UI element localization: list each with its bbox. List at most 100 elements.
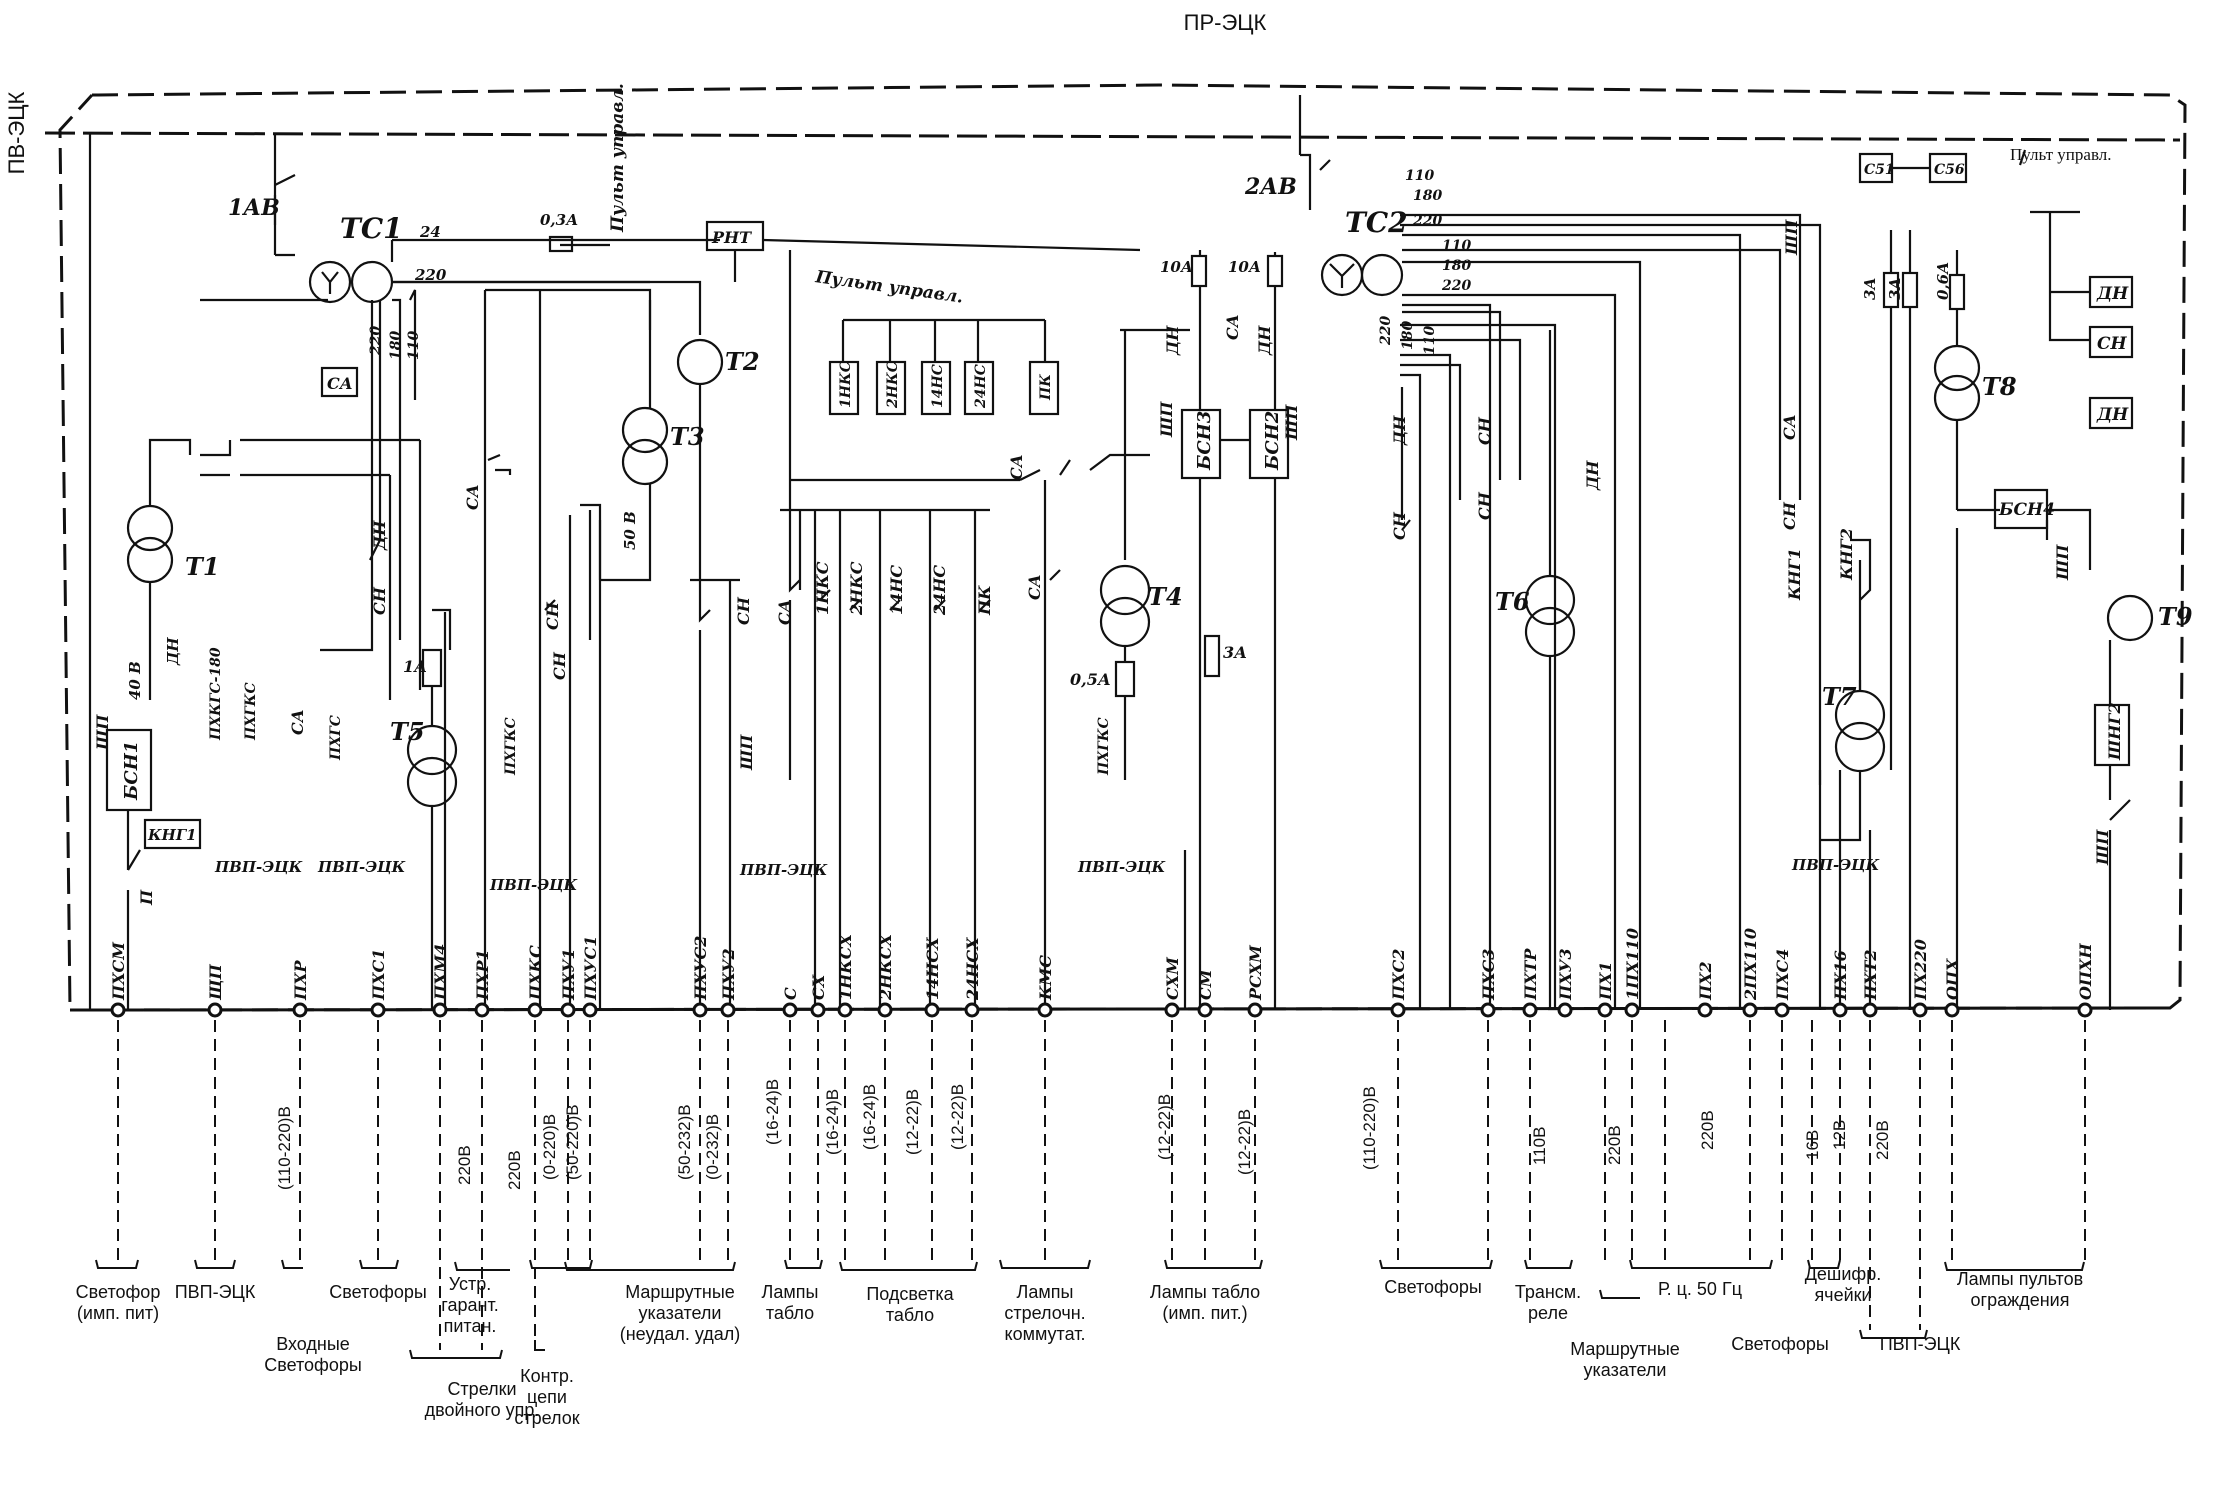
tc2-v-220: 220	[1412, 213, 1442, 229]
group-caption: Светофоры	[1384, 1277, 1482, 1297]
middle-section	[780, 250, 1150, 1010]
contact-label: ДН	[370, 520, 389, 551]
t8-label: Т8	[1982, 372, 2017, 401]
group-caption: Устр.гарант.питан.	[441, 1274, 498, 1336]
panel-pk: ПК	[1038, 374, 1054, 401]
tc1-v-220: 220	[414, 266, 447, 284]
contact-label: СА	[1780, 414, 1799, 440]
t1-label: Т1	[185, 552, 220, 581]
t9-label: Т9	[2158, 602, 2193, 631]
right-box-dn-1: ДН	[2096, 284, 2129, 304]
contact-label: ПК	[975, 585, 994, 616]
t4-label: Т4	[1148, 582, 1183, 611]
terminal-dot	[1197, 1002, 1213, 1018]
group-caption: Дешифр.ячейки	[1805, 1264, 1882, 1305]
contact-label: ШП	[2093, 829, 2112, 866]
group-caption: Лампы табло(имп. пит.)	[1150, 1282, 1260, 1323]
group-caption: Трансм.реле	[1515, 1282, 1581, 1323]
breaker-2av: 2АВ	[1244, 174, 1297, 200]
contact-label: СА	[1223, 314, 1242, 340]
wire-pkhkgs180: ПХКГС-180	[208, 647, 224, 741]
terminal-dot	[1774, 1002, 1790, 1018]
terminal-label: 24НСХ	[963, 937, 982, 1001]
contact-label: ДН	[1255, 325, 1274, 356]
bsn4-label: БСН4	[1998, 500, 2055, 520]
voltage-label: 220В	[1873, 1120, 1892, 1160]
voltage-label: 110В	[1530, 1127, 1549, 1165]
contact-label: ШП	[93, 714, 112, 751]
contact-label: СН	[543, 601, 562, 630]
group-caption: Р. ц. 50 Гц	[1658, 1279, 1742, 1299]
terminal-dot	[1557, 1002, 1573, 1018]
drops	[117, 1020, 2086, 1350]
wire-pkhgs: ПХГС	[328, 715, 344, 761]
contact-labels: СА ДН СН СН СА СН СН СА 1НКС 2НКС 14НС 24НС ПК СА СА ДН…	[93, 219, 2112, 906]
pult-label-3: Пульт управл.	[2010, 145, 2111, 164]
contact-label: 14НС	[887, 565, 906, 615]
terminal-dot	[1912, 1002, 1928, 1018]
wire-pkhgks-2: ПХГКС	[503, 717, 519, 776]
contact-label: СН	[1780, 501, 1799, 530]
terminal-dot	[432, 1002, 448, 1018]
terminal-dot	[1247, 1002, 1263, 1018]
terminal-label: СМ	[1196, 968, 1215, 1000]
contact-label: 24НС	[930, 565, 949, 616]
fuse-3a-r2: 3А	[1886, 277, 1904, 300]
terminal-label: ПХУС2	[691, 936, 710, 1001]
terminal-dot	[1480, 1002, 1496, 1018]
contact-label: СН	[550, 651, 569, 680]
t1-dn: ДН	[164, 637, 182, 666]
contact-label: ШП	[2053, 544, 2072, 581]
breaker-1av: 1АВ	[228, 195, 280, 221]
terminal-dots	[110, 1002, 2093, 1018]
tc2-section	[1298, 95, 2154, 1010]
tc2-v-110b: 110	[1442, 238, 1471, 254]
terminal-label: ПХКС	[526, 945, 545, 1001]
terminal-label: ПХ16	[1831, 950, 1850, 1001]
terminal-label: ОПХ	[1943, 958, 1962, 1000]
terminal-label: ПХС2	[1389, 949, 1408, 1001]
contact-label: СА	[775, 599, 794, 625]
bsn3-label: БСН3	[1194, 411, 1215, 471]
voltage-label: (110-220)В	[1360, 1086, 1379, 1170]
tc2-v-110c: 110	[1422, 326, 1438, 355]
contact-label: СА	[288, 709, 307, 735]
tc2-v-180: 180	[1413, 188, 1442, 204]
fuse-3a-mid: 3А	[1223, 643, 1247, 662]
terminal-label: 1ПХ110	[1623, 928, 1642, 1000]
voltage-label: (12-22)В	[1155, 1094, 1174, 1160]
contact-label: ШП	[1782, 219, 1801, 256]
fuse-10a-1: 10А	[1160, 258, 1193, 276]
terminal-dot	[837, 1002, 853, 1018]
pvp-6: ПВП-ЭЦК	[1791, 856, 1880, 874]
c56-label: С56	[1934, 162, 1965, 178]
terminal-label: ПХР1	[473, 949, 492, 1001]
terminal-label: ПХУ3	[1556, 948, 1575, 1001]
terminal-dot	[1597, 1002, 1613, 1018]
pvp-4: ПВП-ЭЦК	[739, 861, 828, 879]
t1-40v: 40 В	[126, 661, 144, 700]
contact-label: СН	[734, 596, 753, 625]
contact-label: КНГ1	[1785, 548, 1804, 601]
contact-label: 1НКС	[813, 561, 832, 615]
terminal-dot	[474, 1002, 490, 1018]
voltage-label: (16-24)В	[860, 1084, 879, 1150]
t6-label: Т6	[1495, 587, 1530, 616]
ca-box-label: СА	[327, 374, 353, 393]
panel-2nks: 2НКС	[885, 361, 901, 409]
voltage-label: 16В	[1803, 1130, 1822, 1160]
pvp-2: ПВП-ЭЦК	[317, 858, 406, 876]
bsn2-label: БСН2	[1262, 411, 1283, 471]
terminal-dot	[924, 1002, 940, 1018]
tc1-v-220b: 220	[368, 326, 384, 356]
fuse-03a: 0,3А	[540, 211, 578, 229]
pvp-5: ПВП-ЭЦК	[1077, 858, 1166, 876]
voltage-label: (12-22)В	[1235, 1109, 1254, 1175]
fuse-1a: 1А	[403, 657, 427, 676]
contact-label: ДН	[1390, 415, 1409, 446]
terminal-dot	[1832, 1002, 1848, 1018]
tc2-v-220c: 220	[1378, 316, 1394, 346]
